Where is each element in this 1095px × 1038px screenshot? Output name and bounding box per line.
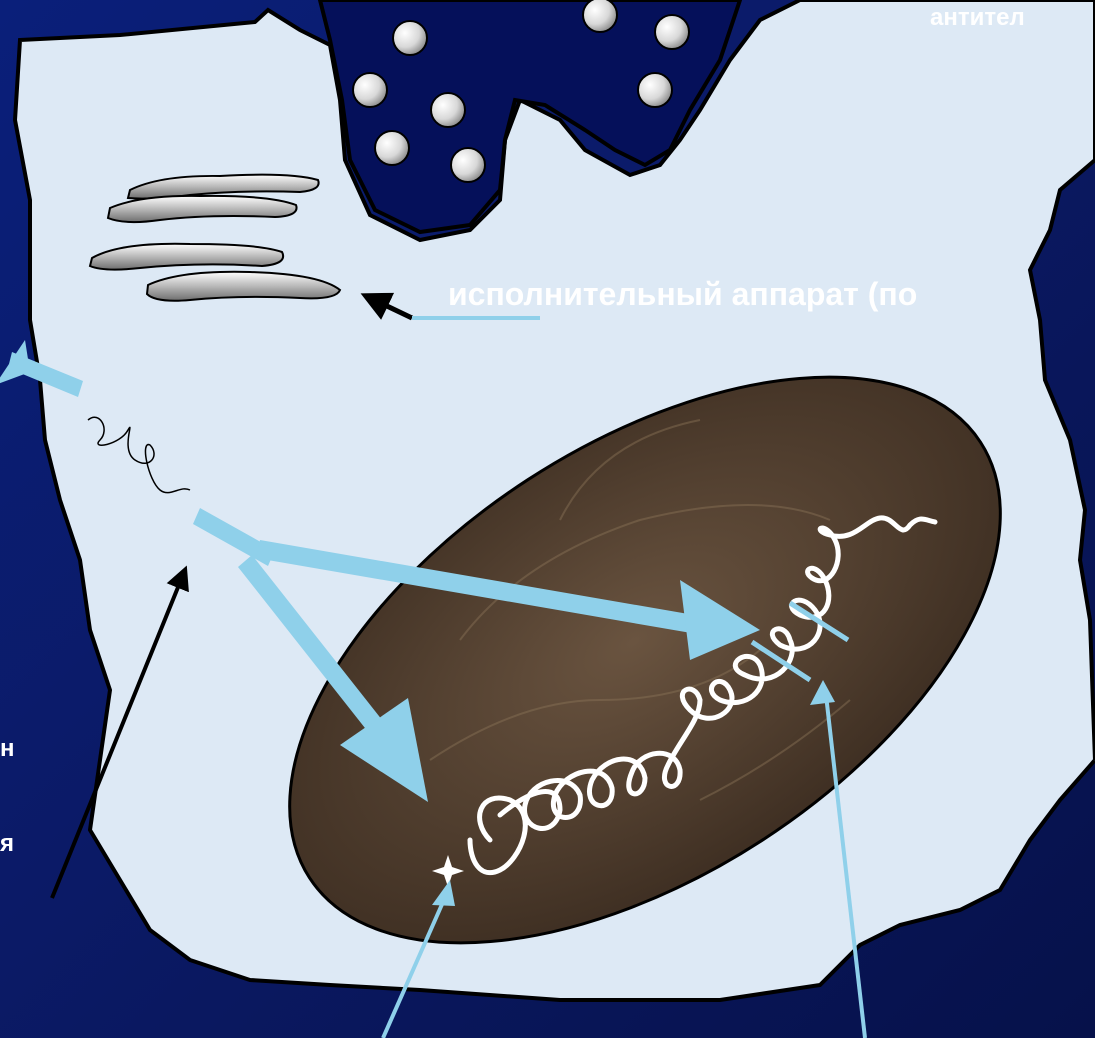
left-label-fragment-lower: я: [0, 830, 14, 858]
antibody-label: антител: [930, 4, 1025, 32]
executive-apparatus-label: исполнительный аппарат (по: [448, 276, 917, 313]
left-label-fragment-upper: н: [0, 735, 15, 763]
